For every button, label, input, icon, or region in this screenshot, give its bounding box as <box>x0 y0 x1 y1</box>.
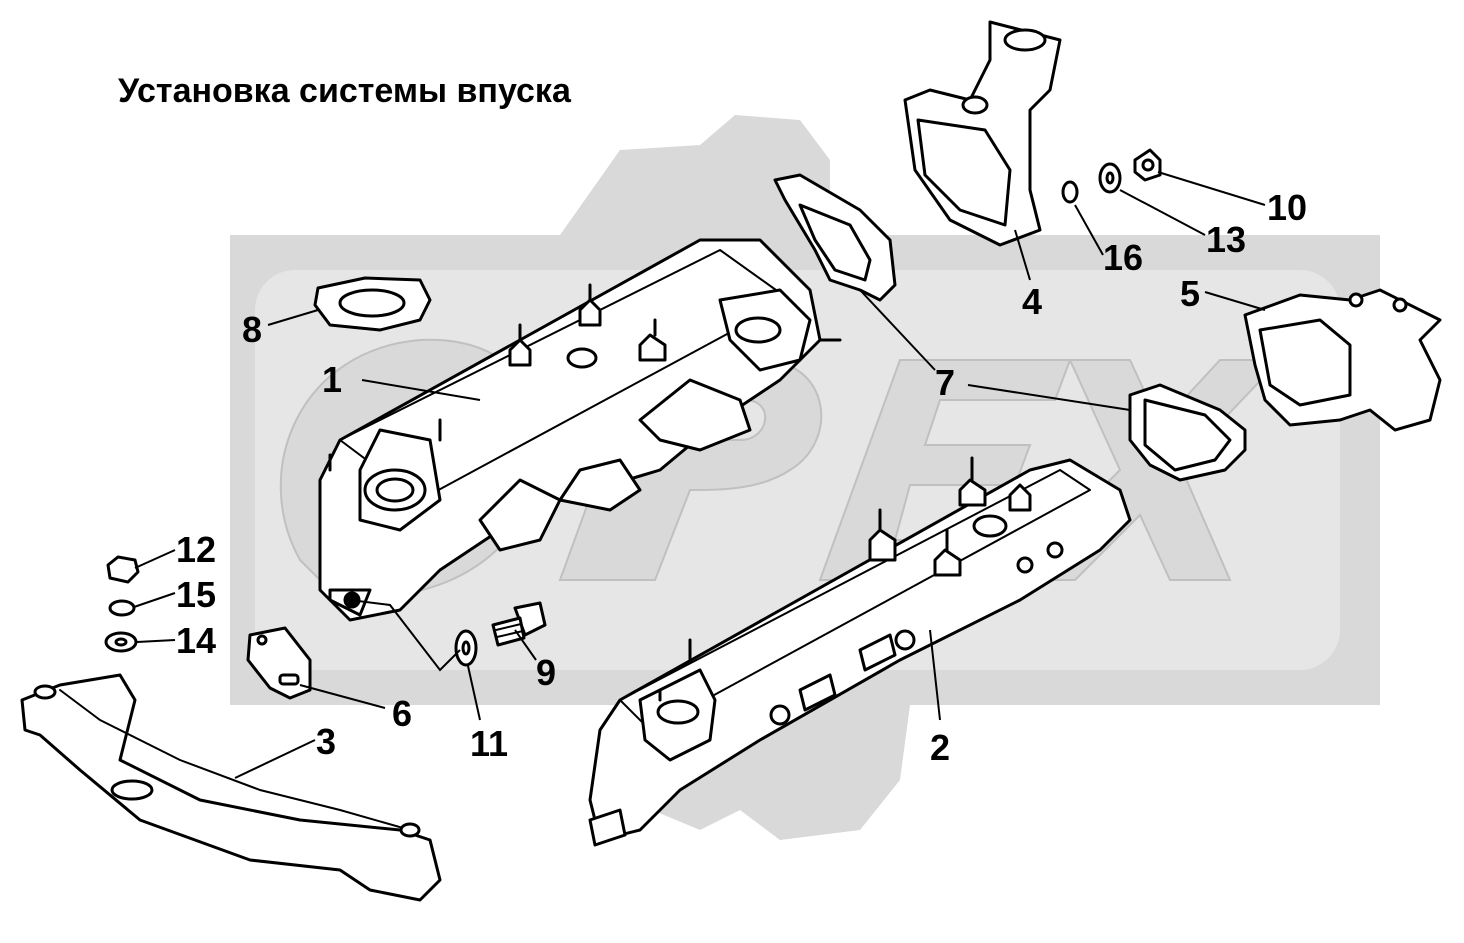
leader-lines <box>133 171 1266 779</box>
callout-15: 15 <box>176 574 217 615</box>
leader-1 <box>361 379 481 401</box>
leader-10 <box>1157 171 1266 206</box>
callout-13: 13 <box>1206 219 1247 260</box>
callout-6: 6 <box>392 693 413 734</box>
callout-9: 9 <box>536 652 557 693</box>
callout-3: 3 <box>316 721 337 762</box>
lock-washer-16 <box>1061 180 1079 204</box>
leader-4 <box>1014 229 1031 281</box>
inlet-elbow-upper <box>903 20 1062 247</box>
callout-2: 2 <box>930 727 951 768</box>
washer-13 <box>1098 162 1122 194</box>
callout-4: 4 <box>1022 281 1043 322</box>
leader-15 <box>133 592 176 608</box>
leader-5 <box>1204 291 1266 311</box>
oval-gasket <box>313 276 432 332</box>
leader-7b <box>967 384 1131 411</box>
flange-gasket-upper <box>773 173 897 302</box>
callout-7: 7 <box>935 362 956 403</box>
watermark-gear <box>230 115 1380 840</box>
leader-3 <box>234 739 316 779</box>
nut-10 <box>1133 148 1162 182</box>
leader-16 <box>1074 204 1104 256</box>
callout-1: 1 <box>322 359 343 400</box>
callout-10: 10 <box>1267 187 1308 228</box>
washer-14 <box>104 631 138 653</box>
intake-manifold-upper <box>318 238 842 622</box>
leader-6 <box>299 684 386 709</box>
bolt <box>491 601 547 647</box>
intake-manifold-lower <box>588 456 1132 847</box>
leader-9 <box>514 629 537 661</box>
leader-8 <box>267 309 319 326</box>
small-gasket <box>246 626 312 700</box>
leader-7a <box>859 289 936 371</box>
leader-12 <box>134 549 176 569</box>
flange-gasket-lower <box>1128 383 1247 482</box>
callout-16: 16 <box>1103 237 1144 278</box>
leader-manifold-bracket <box>349 599 461 672</box>
leader-11 <box>467 665 481 721</box>
diagram-title: Установка системы впуска <box>118 72 571 110</box>
callout-14: 14 <box>176 620 217 661</box>
leader-14 <box>136 639 176 643</box>
connecting-pipe <box>20 673 442 902</box>
inlet-elbow-right <box>1243 288 1442 432</box>
lock-washer-15 <box>108 599 136 617</box>
nut-12 <box>106 555 140 584</box>
callout-5: 5 <box>1180 273 1201 314</box>
leader-13 <box>1119 189 1206 236</box>
callout-11: 11 <box>470 723 509 764</box>
callout-8: 8 <box>242 309 263 350</box>
washer-11 <box>454 629 478 667</box>
leader-2 <box>929 629 941 721</box>
callout-12: 12 <box>176 529 217 570</box>
